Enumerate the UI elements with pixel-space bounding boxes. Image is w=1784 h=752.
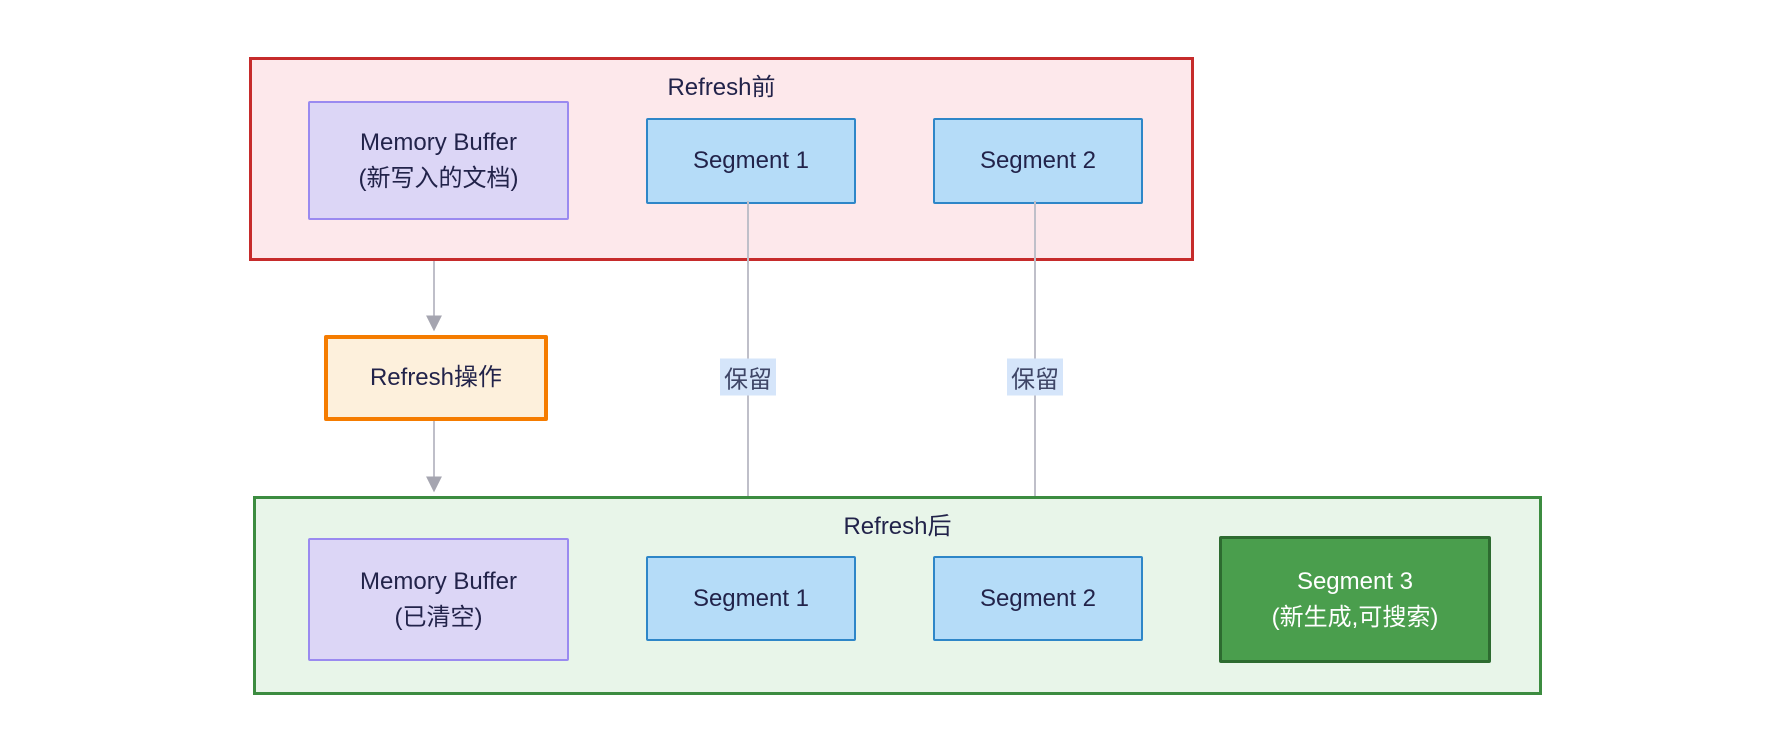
segment2-after-label: Segment 2 (979, 584, 1097, 612)
refresh-op-node: Refresh操作 (324, 335, 548, 421)
before-refresh-group: Refresh前 Memory Buffer (新写入的文档) Segment … (249, 57, 1194, 261)
segment3-after-line1: Segment 3 (1296, 567, 1414, 595)
segment3-after-node: Segment 3 (新生成,可搜索) (1219, 536, 1491, 663)
segment1-after-node: Segment 1 (646, 556, 856, 641)
edge-label-keep-1: 保留 (720, 358, 776, 396)
segment2-before-node: Segment 2 (933, 118, 1143, 204)
segment2-after-node: Segment 2 (933, 556, 1143, 641)
memory-buffer-before-node: Memory Buffer (新写入的文档) (308, 101, 569, 220)
after-refresh-group-title: Refresh后 (843, 513, 952, 540)
after-refresh-group: Refresh后 Memory Buffer (已清空) Segment 1 S… (253, 496, 1542, 695)
segment2-before-label: Segment 2 (979, 147, 1097, 174)
memory-buffer-before-line1: Memory Buffer (360, 128, 517, 156)
memory-buffer-after-node: Memory Buffer (已清空) (308, 538, 569, 661)
memory-buffer-after-line2: (已清空) (394, 603, 483, 631)
refresh-op-label: Refresh操作 (369, 364, 503, 391)
segment3-after-line2: (新生成,可搜索) (1271, 603, 1439, 631)
edge-label-keep-2: 保留 (1007, 358, 1063, 396)
before-refresh-group-title: Refresh前 (667, 74, 776, 101)
memory-buffer-before-line2: (新写入的文档) (358, 164, 519, 192)
segment1-before-node: Segment 1 (646, 118, 856, 204)
segment1-before-label: Segment 1 (692, 147, 810, 174)
segment1-after-label: Segment 1 (692, 584, 810, 612)
memory-buffer-after-line1: Memory Buffer (360, 567, 517, 595)
